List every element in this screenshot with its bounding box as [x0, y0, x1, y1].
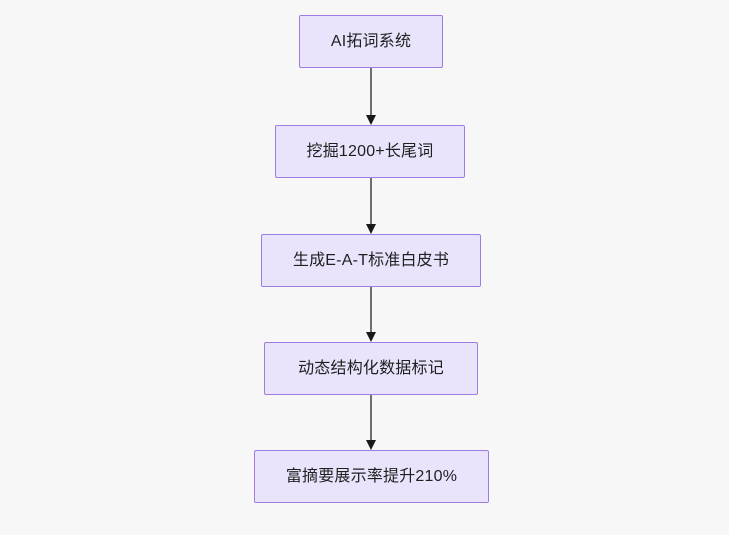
arrowhead-down-icon	[366, 332, 376, 342]
flow-edge-2-to-3	[366, 178, 376, 234]
flow-node-label: 动态结构化数据标记	[298, 359, 444, 377]
arrowhead-down-icon	[366, 224, 376, 234]
flow-node-label: 挖掘1200+长尾词	[306, 142, 434, 160]
flow-node-label: AI拓词系统	[330, 32, 412, 50]
flow-node-label: 富摘要展示率提升210%	[285, 467, 458, 485]
arrowhead-down-icon	[366, 440, 376, 450]
flow-node-generate-eat-whitepaper[interactable]: 生成E-A-T标准白皮书	[261, 234, 481, 287]
arrowhead-down-icon	[366, 115, 376, 125]
flow-edge-1-to-2	[366, 68, 376, 125]
flow-node-label: 生成E-A-T标准白皮书	[292, 251, 450, 269]
flow-node-ai-keyword-system[interactable]: AI拓词系统	[299, 15, 443, 68]
flow-edge-3-to-4	[366, 287, 376, 342]
flow-node-dynamic-structured-data-markup[interactable]: 动态结构化数据标记	[264, 342, 478, 395]
flow-node-mine-longtail-keywords[interactable]: 挖掘1200+长尾词	[275, 125, 465, 178]
flow-node-rich-snippet-rate-increase[interactable]: 富摘要展示率提升210%	[254, 450, 489, 503]
flow-edge-4-to-5	[366, 395, 376, 450]
